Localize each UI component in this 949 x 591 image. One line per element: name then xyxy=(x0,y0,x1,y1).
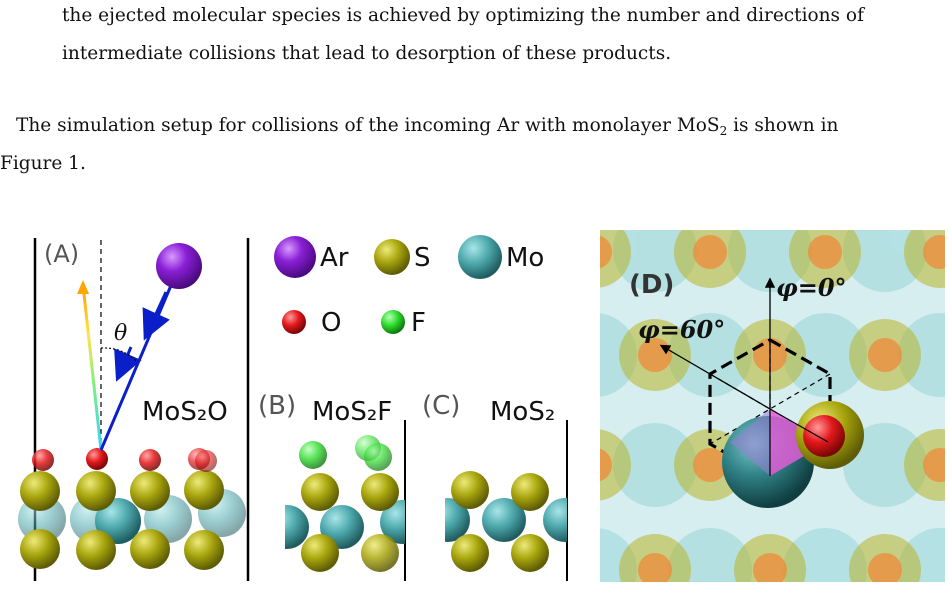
legend-ar-label: Ar xyxy=(320,243,349,273)
legend-o-label: O xyxy=(321,308,341,338)
legend: Ar S Mo O F xyxy=(274,235,544,338)
panel-a-label: (A) xyxy=(44,240,79,268)
paragraph-line-2: intermediate collisions that lead to des… xyxy=(62,43,672,64)
legend-mo-label: Mo xyxy=(506,243,544,273)
reflected-trajectory xyxy=(81,284,103,451)
legend-mo-swatch xyxy=(458,235,502,279)
panel-d-label: (D) xyxy=(629,270,674,300)
legend-o-swatch xyxy=(282,310,306,334)
panel-c-lattice xyxy=(445,471,567,572)
line3-part-b: is shown in xyxy=(727,115,839,136)
panel-d-lattice xyxy=(600,230,945,582)
panel-b-label: (B) xyxy=(258,391,296,421)
line3-part-a: The simulation setup for collisions of t… xyxy=(16,115,720,136)
reflected-arrowhead xyxy=(77,280,89,294)
panel-d: (D) φ=0° φ=60° xyxy=(600,230,945,582)
panel-c: (C) MoS₂ xyxy=(422,391,568,581)
legend-f-label: F xyxy=(411,308,426,338)
panel-a-lattice xyxy=(18,448,246,570)
legend-s-label: S xyxy=(414,243,431,273)
legend-s-swatch xyxy=(374,239,410,275)
phi60-label: φ=60° xyxy=(638,315,725,344)
mos2o-label: MoS₂O xyxy=(142,397,228,427)
phi60-arrow xyxy=(659,344,771,410)
argon-atom xyxy=(156,243,202,289)
paragraph-line-4: Figure 1. xyxy=(0,153,86,174)
legend-f-swatch xyxy=(381,310,405,334)
paragraph-line-1: the ejected molecular species is achieve… xyxy=(62,5,864,26)
legend-ar-swatch xyxy=(274,236,316,278)
theta-arc xyxy=(100,347,138,363)
panel-d-background xyxy=(600,230,945,582)
mos2-label: MoS₂ xyxy=(490,397,555,427)
panel-b-lattice xyxy=(285,435,405,572)
panel-c-label: (C) xyxy=(422,391,460,421)
theta-label: θ xyxy=(114,321,127,346)
panel-a: (A) θ Mo xyxy=(18,238,250,581)
phi0-label: φ=0° xyxy=(776,273,847,302)
highlighted-o-atom xyxy=(803,415,845,457)
paragraph-line-3: The simulation setup for collisions of t… xyxy=(16,107,838,145)
incoming-arrow-1 xyxy=(142,291,170,341)
incoming-arrow-2 xyxy=(114,346,142,382)
line3-subscript: 2 xyxy=(719,124,728,138)
mos2f-label: MoS₂F xyxy=(312,397,392,427)
figure-1: (A) θ Mo xyxy=(18,230,945,582)
panel-b: (B) MoS₂F xyxy=(258,391,406,581)
